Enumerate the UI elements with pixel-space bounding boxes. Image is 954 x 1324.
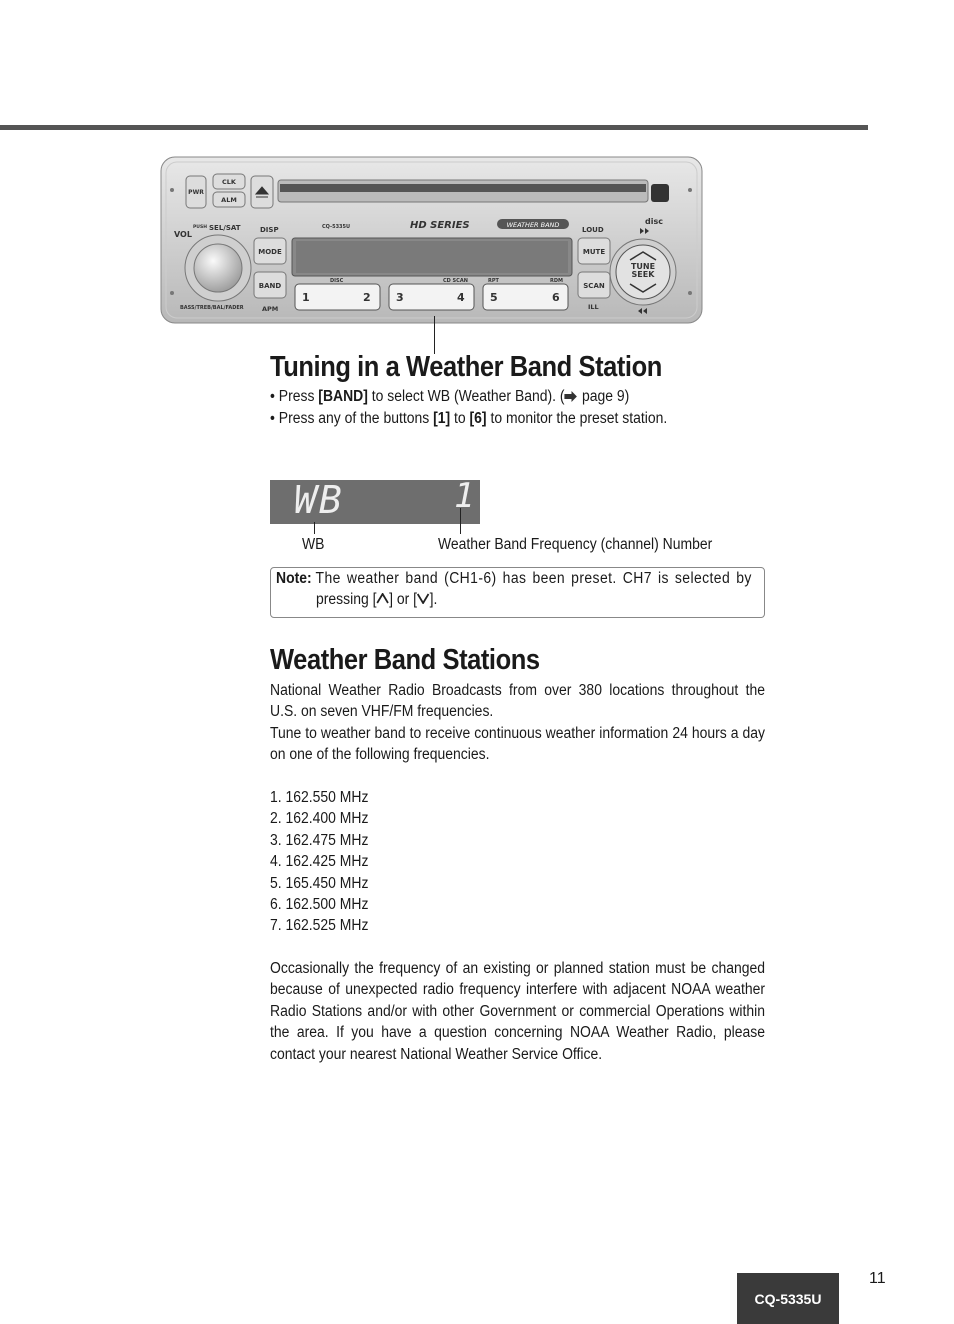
svg-text:3: 3 xyxy=(396,291,404,304)
radio-faceplate: PWR CLK ALM PUSH SEL/SAT DISP VOL CQ-533… xyxy=(160,156,703,324)
svg-text:SEEK: SEEK xyxy=(632,270,656,279)
band-button[interactable] xyxy=(253,271,287,299)
svg-text:APM: APM xyxy=(262,305,278,313)
svg-text:DISP: DISP xyxy=(260,226,279,234)
svg-text:HD SERIES: HD SERIES xyxy=(410,220,470,231)
scan-button[interactable] xyxy=(577,271,611,299)
svg-text:WEATHER BAND: WEATHER BAND xyxy=(507,221,560,229)
occasionally-paragraph: Occasionally the frequency of an existin… xyxy=(270,960,765,1063)
tune-up-icon xyxy=(629,251,657,261)
svg-text:CLK: CLK xyxy=(222,178,237,186)
svg-text:DISC: DISC xyxy=(330,278,344,284)
svg-text:TUNE: TUNE xyxy=(631,262,655,271)
fast-forward-icon xyxy=(640,228,649,234)
svg-text:RDM: RDM xyxy=(550,278,563,284)
svg-text:VOL: VOL xyxy=(174,230,192,239)
tune-seek-button[interactable] xyxy=(615,244,671,300)
tune-down-icon xyxy=(629,283,657,293)
note-line-1: Note: The weather band (CH1-6) has been … xyxy=(276,570,752,587)
svg-text:2: 2 xyxy=(363,291,371,304)
mute-button[interactable] xyxy=(577,237,611,265)
section-title-tuning: Tuning in a Weather Band Station xyxy=(270,351,662,383)
channel-pointer xyxy=(460,508,461,534)
svg-text:LOUD: LOUD xyxy=(582,226,604,234)
tune-paragraph: Tune to weather band to receive continuo… xyxy=(270,724,765,764)
model-badge: CQ-5335U xyxy=(737,1273,839,1324)
svg-text:CQ-5335U: CQ-5335U xyxy=(322,224,350,230)
alm-button[interactable] xyxy=(212,191,246,208)
list-item: 2. 162.400 MHz xyxy=(270,810,369,828)
section-title-stations: Weather Band Stations xyxy=(270,644,540,676)
svg-text:6: 6 xyxy=(552,291,560,304)
svg-text:PWR: PWR xyxy=(188,189,204,196)
list-item: 5. 165.450 MHz xyxy=(270,874,369,892)
lcd-channel-text: 1 xyxy=(454,476,475,516)
note-line-2: pressing [] or []. xyxy=(316,591,438,608)
svg-text:1: 1 xyxy=(302,291,310,304)
up-arrow-icon xyxy=(376,592,389,604)
svg-text:PUSH: PUSH xyxy=(193,224,207,230)
callout-line xyxy=(434,316,435,354)
svg-text:ALM: ALM xyxy=(221,196,237,204)
arrow-right-icon xyxy=(564,391,578,402)
indicator-icon xyxy=(651,184,669,202)
svg-text:disc: disc xyxy=(645,217,663,226)
svg-text:SEL/SAT: SEL/SAT xyxy=(209,224,241,232)
svg-text:RPT: RPT xyxy=(488,278,500,284)
svg-text:4: 4 xyxy=(457,291,465,304)
list-item: 4. 162.425 MHz xyxy=(270,853,369,871)
svg-text:MODE: MODE xyxy=(258,248,282,256)
bullet-press-band: • Press [BAND] to select WB (Weather Ban… xyxy=(270,388,630,405)
lcd-display: WB 1 xyxy=(270,476,480,524)
rewind-icon xyxy=(638,308,647,314)
preset-button-3-4[interactable] xyxy=(388,283,475,311)
wb-label: WB xyxy=(302,536,325,553)
down-arrow-icon xyxy=(417,593,430,605)
top-rule xyxy=(0,125,868,130)
svg-text:CD SCAN: CD SCAN xyxy=(443,278,468,284)
mode-button[interactable] xyxy=(253,237,287,265)
list-item: 7. 162.525 MHz xyxy=(270,917,369,935)
bullet-preset-buttons: • Press any of the buttons [1] to [6] to… xyxy=(270,410,668,427)
pwr-button[interactable] xyxy=(185,175,207,209)
list-item: 1. 162.550 MHz xyxy=(270,789,369,806)
list-item: 3. 162.475 MHz xyxy=(270,831,369,849)
note-box: Note: The weather band (CH1-6) has been … xyxy=(270,567,765,618)
preset-button-1-2[interactable] xyxy=(294,283,381,311)
svg-text:MUTE: MUTE xyxy=(583,248,605,256)
eject-icon xyxy=(254,186,270,198)
wb-pointer xyxy=(314,522,315,534)
intro-paragraph: National Weather Radio Broadcasts from o… xyxy=(270,682,765,721)
channel-label: Weather Band Frequency (channel) Number xyxy=(438,536,713,553)
clk-button[interactable] xyxy=(212,173,246,190)
page-number: 11 xyxy=(869,1270,886,1287)
stations-intro: National Weather Radio Broadcasts from o… xyxy=(270,680,765,766)
svg-text:SCAN: SCAN xyxy=(583,282,605,290)
svg-text:BAND: BAND xyxy=(259,282,282,290)
lcd-band-text: WB xyxy=(294,478,344,522)
preset-button-5-6[interactable] xyxy=(482,283,569,311)
svg-text:5: 5 xyxy=(490,291,498,304)
frequency-list: 1. 162.550 MHz 2. 162.400 MHz 3. 162.475… xyxy=(270,787,368,937)
list-item: 6. 162.500 MHz xyxy=(270,896,369,914)
svg-text:ILL: ILL xyxy=(588,303,599,311)
svg-text:BASS/TREB/BAL/FADER: BASS/TREB/BAL/FADER xyxy=(180,305,244,311)
